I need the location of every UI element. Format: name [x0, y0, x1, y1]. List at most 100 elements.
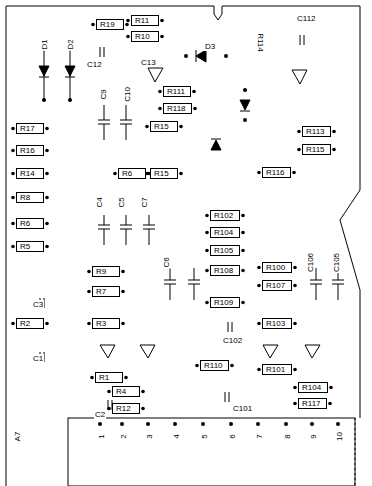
connector-outline	[68, 418, 355, 486]
resistor-symbol: R4	[112, 386, 140, 397]
pad-dot	[145, 125, 149, 129]
callout-label: 8	[283, 433, 292, 439]
pad-dot	[241, 249, 245, 253]
resistor-symbol: R16	[16, 145, 44, 156]
pad-dot	[241, 214, 245, 218]
pad-dot	[293, 386, 297, 390]
part-name: R15	[154, 122, 169, 131]
resistor-symbol: R6	[16, 218, 44, 229]
part-name: R102	[214, 211, 233, 220]
part-name: R104	[302, 383, 321, 392]
pad-dot	[195, 364, 199, 368]
pad-dot	[45, 127, 49, 131]
resistor-symbol: R12	[112, 403, 140, 414]
part-name: R111	[167, 87, 185, 96]
resistor-symbol: R3	[92, 318, 120, 329]
resistor-symbol: R2	[16, 318, 44, 329]
capacitor-symbols	[40, 35, 344, 410]
resistor-symbol: R5	[16, 241, 44, 252]
diode-symbols	[39, 45, 250, 150]
part-name: R10	[135, 32, 150, 41]
pad-dot	[160, 19, 164, 23]
callout-label: C101	[232, 404, 253, 413]
part-name: R14	[20, 169, 35, 178]
callout-label: 2	[119, 433, 128, 439]
pad-dot	[179, 125, 183, 129]
part-name: R6	[20, 219, 30, 228]
pad-dot	[332, 148, 336, 152]
callout-label: 1	[97, 433, 106, 439]
callout-label: 9	[309, 433, 318, 439]
pad-dot	[292, 171, 296, 175]
resistor-symbol: R104	[210, 227, 240, 238]
pad-dot	[126, 35, 130, 39]
part-name: R4	[116, 387, 126, 396]
callout-label: C6	[162, 256, 171, 268]
pad-dot	[241, 301, 245, 305]
pad-dot	[107, 407, 111, 411]
part-name: R110	[204, 361, 223, 370]
callout-label: C105	[332, 252, 341, 273]
pad-dot	[45, 245, 49, 249]
pad-dot	[125, 23, 129, 27]
callout-label: D1	[40, 38, 49, 50]
part-name: R1	[99, 373, 109, 382]
pad-dot	[141, 407, 145, 411]
pad-dot	[257, 266, 261, 270]
part-name: R3	[96, 319, 106, 328]
pad-dot	[126, 19, 130, 23]
callout-label: C12	[86, 60, 103, 69]
part-name: R117	[302, 399, 321, 408]
resistor-symbol: R8	[16, 192, 44, 203]
resistor-symbol: R15	[150, 121, 178, 132]
resistor-symbol: R118	[163, 103, 192, 114]
callout-label: 7	[255, 433, 264, 439]
part-name: R19	[100, 20, 115, 29]
resistor-symbol: R14	[16, 168, 44, 179]
pad-dot	[45, 172, 49, 176]
pad-dot	[11, 196, 15, 200]
resistor-symbol: R107	[262, 280, 292, 291]
pad-dot	[293, 368, 297, 372]
pad-dot	[158, 90, 162, 94]
resistor-symbol: R1	[95, 372, 123, 383]
callout-label: 5	[200, 433, 209, 439]
pad-dot	[45, 149, 49, 153]
pad-dot	[87, 270, 91, 274]
callout-label: C13	[140, 58, 157, 67]
pad-dot	[329, 386, 333, 390]
pad-dot	[205, 301, 209, 305]
resistor-symbol: R6	[118, 168, 146, 179]
part-name: R109	[214, 298, 233, 307]
pad-dot	[257, 284, 261, 288]
part-name: R6	[122, 169, 132, 178]
resistor-symbol: R100	[262, 262, 292, 273]
callout-label: C4	[95, 196, 104, 208]
part-name: R7	[96, 287, 106, 296]
callout-label: C5	[117, 196, 126, 208]
callout-label: 4	[172, 433, 181, 439]
callout-label: 3	[145, 433, 154, 439]
resistor-symbol: R111	[163, 86, 191, 97]
pad-dot	[297, 148, 301, 152]
part-name: R12	[116, 404, 131, 413]
pad-dot	[121, 290, 125, 294]
callout-label: C10	[123, 86, 132, 103]
pad-dot	[192, 90, 196, 94]
pad-dot	[293, 284, 297, 288]
callout-label: C1	[32, 354, 44, 363]
part-name: R101	[266, 365, 285, 374]
callout-label: A7	[13, 431, 22, 443]
callout-label: 10	[335, 431, 344, 442]
pad-dot	[121, 322, 125, 326]
pad-dot	[107, 390, 111, 394]
part-name: R104	[214, 228, 233, 237]
part-name: R116	[266, 168, 285, 177]
resistor-symbol: R117	[298, 398, 327, 409]
resistor-symbol: R115	[302, 144, 331, 155]
callout-label: C112	[296, 14, 317, 23]
pad-dot	[87, 290, 91, 294]
pad-dot	[293, 322, 297, 326]
pad-dot	[193, 107, 197, 111]
